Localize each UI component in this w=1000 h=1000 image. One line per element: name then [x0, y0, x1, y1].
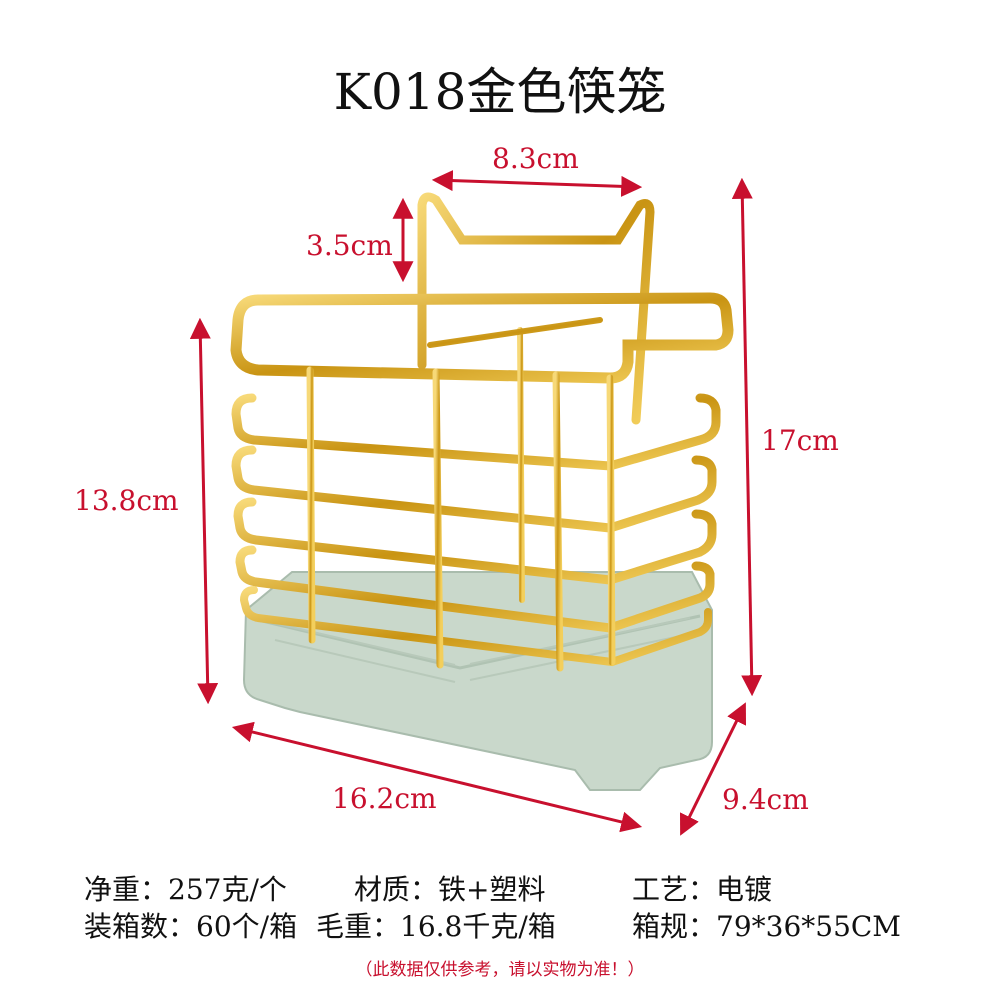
arrow-total-height: [731, 177, 763, 697]
dim-hook-height-label: 3.5cm: [306, 229, 393, 262]
gold-wire-basket: [230, 192, 734, 672]
spec-net-weight: 净重：257克/个: [84, 873, 287, 906]
dim-total-height-label: 17cm: [761, 424, 839, 457]
spec-carton-size: 箱规：79*36*55CM: [632, 910, 901, 943]
spec-pack-quantity: 装箱数：60个/箱: [84, 910, 298, 943]
dim-body-height-label: 13.8cm: [74, 484, 179, 517]
disclaimer-note: （此数据仅供参考，请以实物为准！）: [355, 960, 645, 980]
dim-length-label: 16.2cm: [332, 782, 437, 815]
spec-process: 工艺：电镀: [632, 873, 773, 906]
dimension-arrows: [189, 170, 763, 836]
dim-top-width-label: 8.3cm: [492, 142, 579, 175]
spec-gross-weight: 毛重：16.8千克/箱: [316, 910, 556, 943]
spec-material: 材质：铁+塑料: [354, 873, 546, 906]
product-illustration: [189, 170, 763, 836]
page-title: K018金色筷笼: [333, 63, 667, 121]
arrow-length: [231, 721, 643, 833]
dim-depth-label: 9.4cm: [722, 783, 809, 816]
arrow-depth: [679, 702, 747, 836]
arrow-body-height: [189, 317, 219, 705]
arrow-top-width: [431, 170, 643, 197]
